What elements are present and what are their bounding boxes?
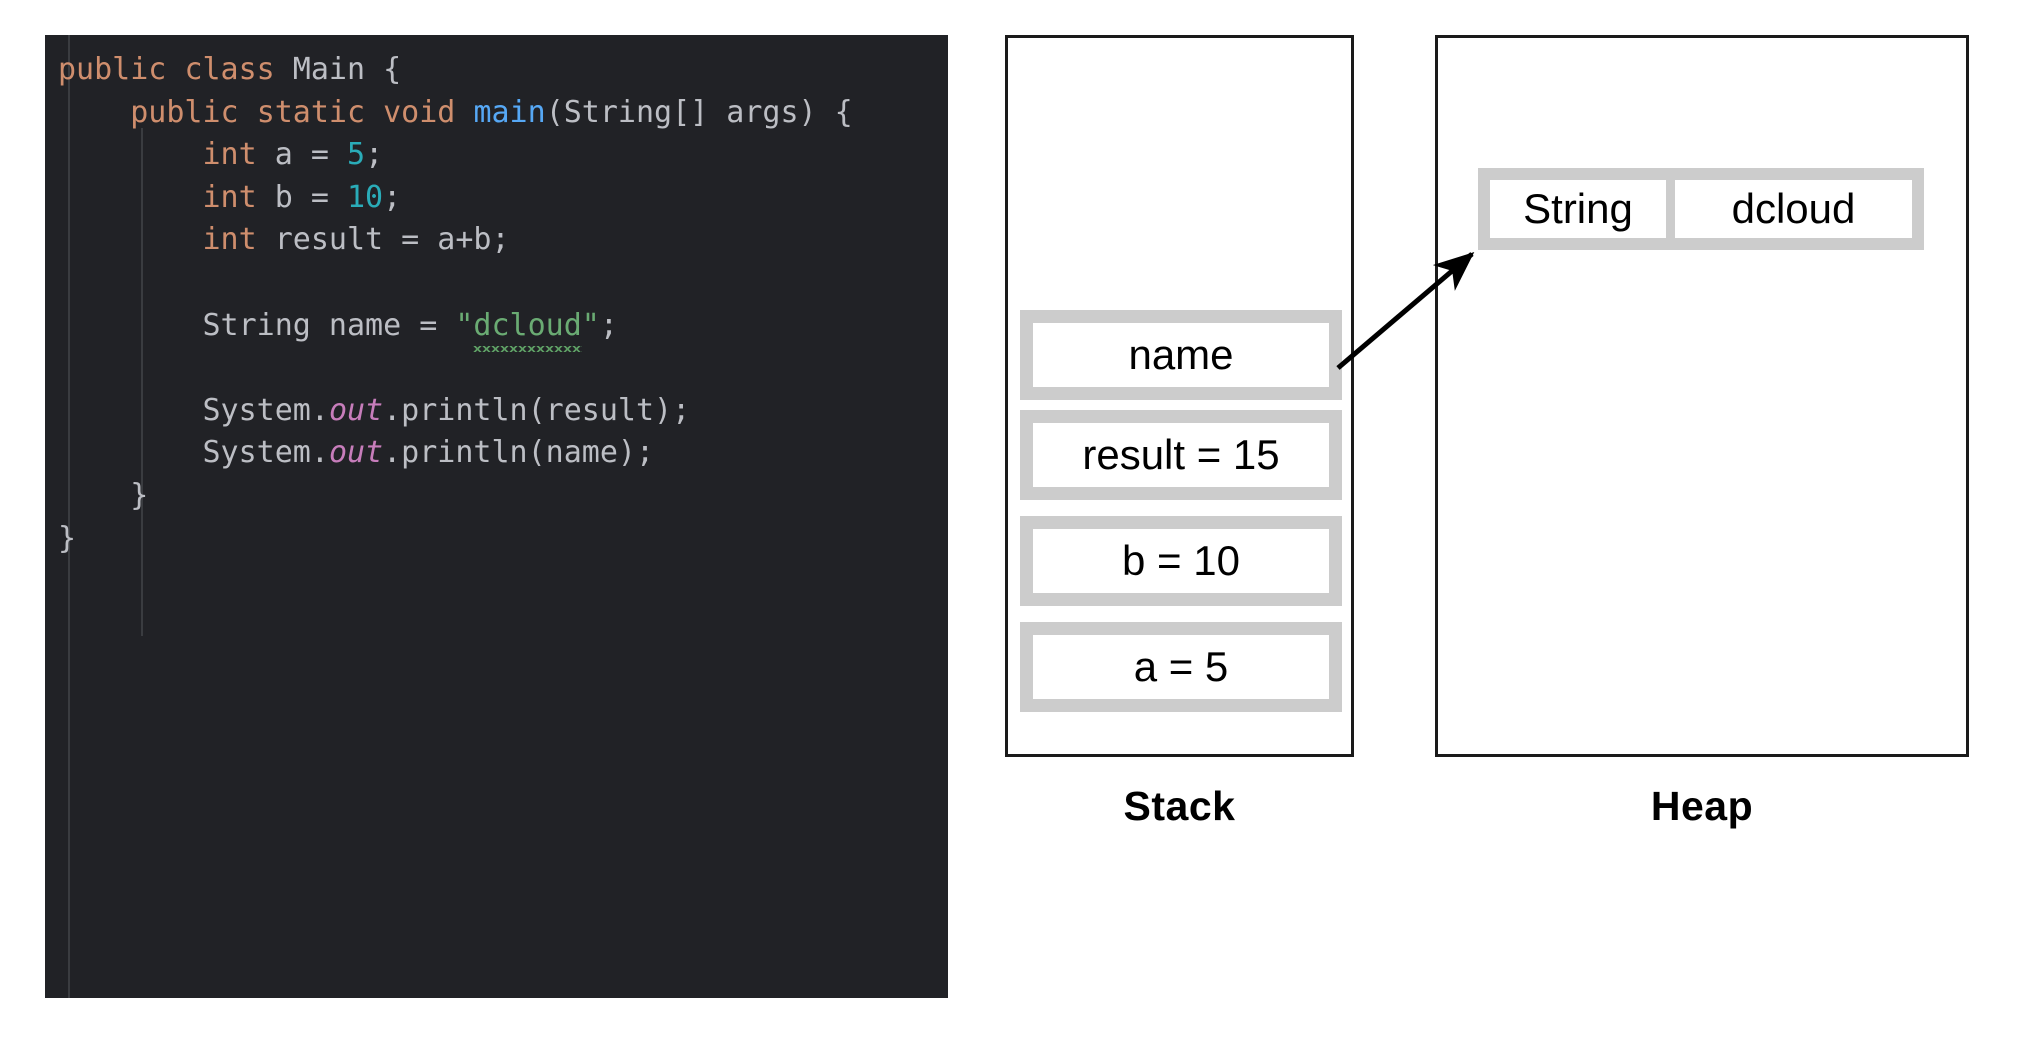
indent-guide-inner: [141, 128, 143, 636]
code-token: ": [581, 307, 600, 343]
code-token: int: [202, 137, 257, 173]
code-line: System.out.println(result);: [58, 390, 948, 433]
stack-slot-name[interactable]: name: [1020, 310, 1342, 400]
code-token: .println(name);: [383, 435, 655, 471]
stack-slot-b[interactable]: b = 10: [1020, 516, 1342, 606]
code-token: a =: [256, 137, 347, 173]
code-token: Main {: [274, 52, 402, 87]
code-token: out: [328, 435, 384, 471]
code-token: [365, 95, 383, 130]
stack-slot-result-label: result = 15: [1082, 431, 1280, 478]
code-line: int b = 10;: [58, 177, 948, 220]
spellcheck-token: dcloud: [473, 305, 583, 352]
stack-slot-result[interactable]: result = 15: [1020, 410, 1342, 500]
code-token: b =: [256, 179, 347, 215]
indent-guide-outer: [68, 35, 70, 998]
code-token: [58, 222, 203, 257]
stack-slot-b-label: b = 10: [1122, 537, 1240, 584]
stack-memory-panel: name result = 15 b = 10 a = 5: [1005, 35, 1354, 757]
heap-caption: Heap: [1650, 783, 1754, 829]
code-line: [58, 262, 948, 305]
code-token: ": [455, 307, 474, 343]
code-token: System.: [58, 392, 329, 428]
code-token: [58, 180, 203, 215]
code-line: }: [58, 475, 948, 518]
heap-object-value-cell: dcloud: [1675, 180, 1912, 238]
heap-object-value-label: dcloud: [1731, 185, 1856, 232]
code-line: [58, 347, 948, 390]
code-editor-panel[interactable]: public class Main { public static void m…: [45, 35, 948, 998]
code-token: result = a+b;: [256, 222, 510, 258]
heap-object-type-cell: String: [1490, 180, 1666, 238]
code-token: }: [58, 520, 77, 556]
heap-object-divider: [1666, 180, 1675, 238]
code-line: int a = 5;: [58, 134, 948, 177]
stack-caption: Stack: [1123, 783, 1236, 829]
code-line: public static void main(String[] args) {: [58, 92, 948, 135]
code-line: String name = "dcloud";: [58, 305, 948, 352]
code-line: }: [58, 518, 948, 561]
code-token: public: [130, 94, 239, 130]
code-token: .println(result);: [383, 392, 691, 428]
heap-object-type-label: String: [1523, 185, 1633, 232]
code-token: static: [256, 94, 366, 130]
stack-slot-a-label: a = 5: [1133, 643, 1229, 690]
code-token: [58, 137, 203, 172]
code-token: (String[] args) {: [545, 94, 853, 130]
code-token: main: [473, 94, 546, 130]
code-token: ;: [383, 179, 402, 215]
heap-memory-panel: [1435, 35, 1969, 757]
code-token: 10: [347, 179, 384, 215]
code-token: int: [202, 179, 257, 215]
code-token: ;: [365, 137, 384, 173]
heap-object-string[interactable]: String dcloud: [1478, 168, 1924, 250]
code-token: 5: [347, 137, 366, 173]
code-token: String name =: [58, 307, 456, 343]
code-line: int result = a+b;: [58, 219, 948, 262]
code-token: int: [202, 222, 257, 258]
code-token: out: [328, 392, 384, 428]
code-token: void: [383, 94, 456, 130]
code-token: ;: [599, 307, 618, 343]
code-token: [239, 95, 257, 130]
code-line: public class Main {: [58, 49, 948, 92]
code-token: [455, 95, 473, 130]
code-token: System.: [58, 435, 329, 471]
code-token: [166, 52, 184, 87]
code-token: [58, 95, 130, 130]
code-token: public: [58, 52, 167, 87]
code-token: class: [184, 52, 275, 87]
stack-slot-a[interactable]: a = 5: [1020, 622, 1342, 712]
code-line: System.out.println(name);: [58, 432, 948, 475]
code-token: }: [58, 477, 149, 513]
code-content[interactable]: public class Main { public static void m…: [58, 49, 948, 560]
stack-slot-name-label: name: [1128, 331, 1234, 378]
